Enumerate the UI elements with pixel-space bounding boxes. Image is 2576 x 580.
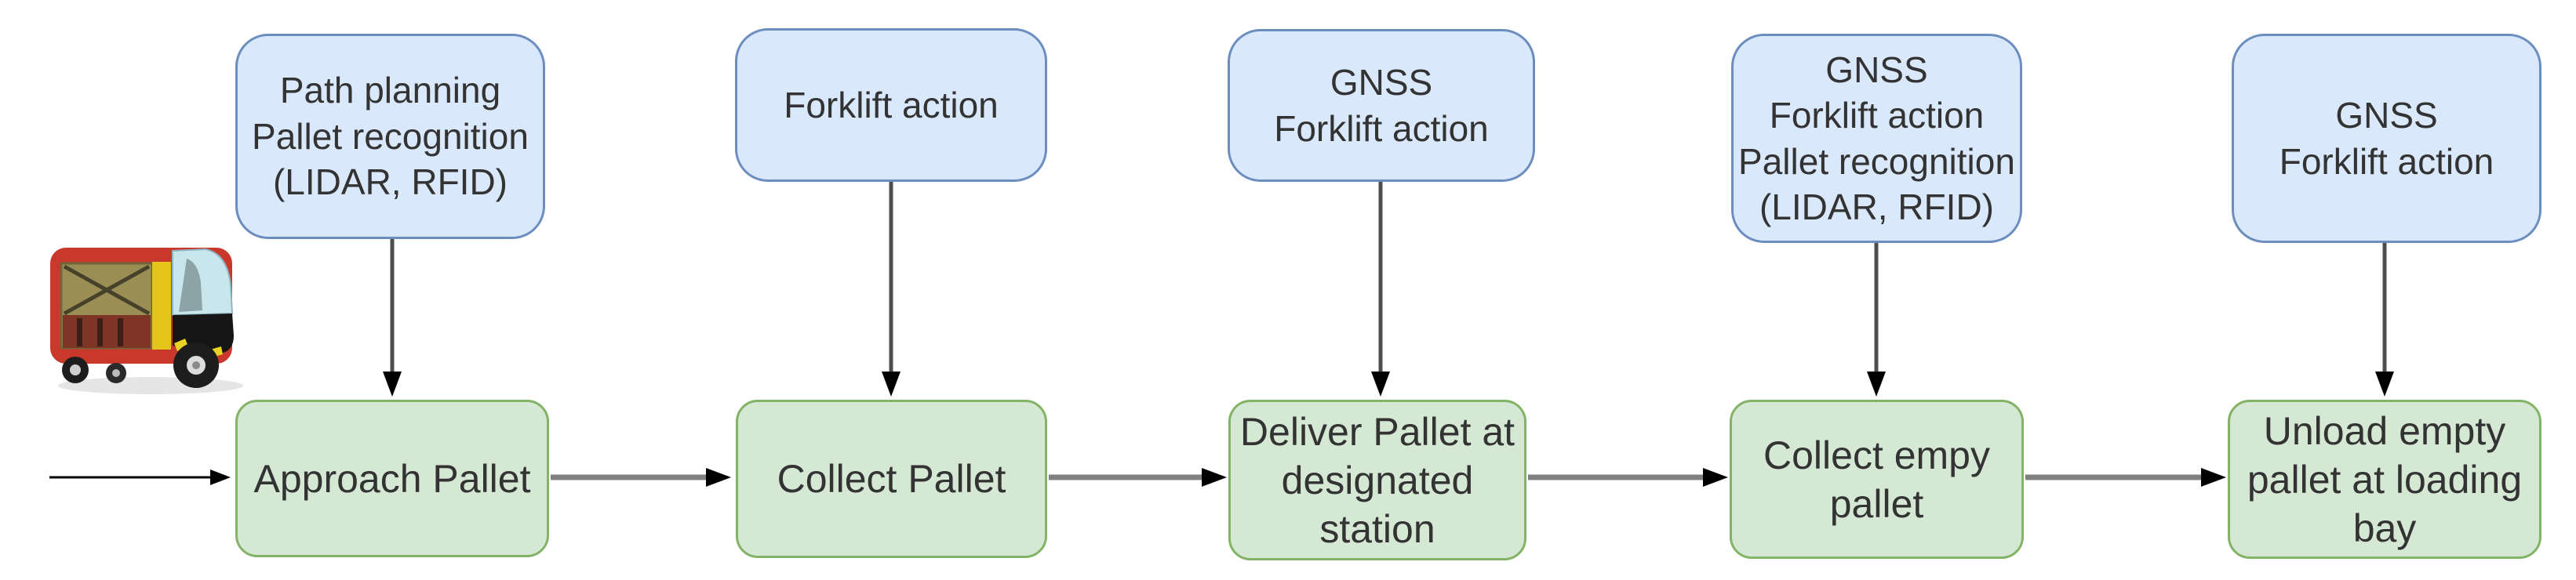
sensor-box-label: GNSS Forklift action [1274,62,1489,149]
cargo-bar [97,318,103,346]
agv-vehicle-image [50,248,243,394]
step-box-label: Collect empy pallet [1763,433,1990,526]
step-box-approach-pallet: Approach Pallet [235,400,549,557]
front-wheel-axle [192,361,200,369]
sensor-box-collect-pallet: Forklift action [735,28,1047,182]
step-box-collect-empty-pallet: Collect empy pallet [1730,400,2024,559]
step-box-label: Unload empty pallet at loading bay [2247,408,2523,550]
step-box-label: Deliver Pallet at designated station [1239,409,1515,551]
sensor-box-label: Path planning Pallet recognition (LIDAR,… [252,70,529,203]
sensor-box-label: Forklift action [784,84,999,125]
front-yellow-accent [174,339,188,351]
cargo-lower-interior [63,315,151,348]
step-box-label: Collect Pallet [777,457,1006,501]
cargo-bar [77,318,82,346]
step-box-deliver-pallet: Deliver Pallet at designated station [1228,400,1526,560]
step-box-unload-empty-pallet: Unload empty pallet at loading bay [2228,400,2541,559]
cargo-bar [118,318,123,346]
sensor-box-deliver-pallet: GNSS Forklift action [1228,29,1535,182]
sensor-box-collect-empty-pallet: GNSS Forklift action Pallet recognition … [1731,34,2022,243]
sensor-box-label: GNSS Forklift action Pallet recognition … [1738,49,2015,227]
sensor-box-unload-empty-pallet: GNSS Forklift action [2232,34,2541,243]
rear-wheel-hub [70,364,81,375]
windshield-reflection [179,259,202,312]
step-box-collect-pallet: Collect Pallet [736,400,1047,558]
sensor-box-approach-pallet: Path planning Pallet recognition (LIDAR,… [235,34,545,239]
vehicle-shadow [58,377,243,394]
mid-wheel-hub [112,369,120,377]
step-box-label: Approach Pallet [253,456,531,501]
sensor-box-label: GNSS Forklift action [2279,95,2494,182]
agv-vehicle-illustration [50,248,243,394]
cargo-cross-brace [63,264,151,316]
vehicle-yellow-panel [152,262,171,350]
